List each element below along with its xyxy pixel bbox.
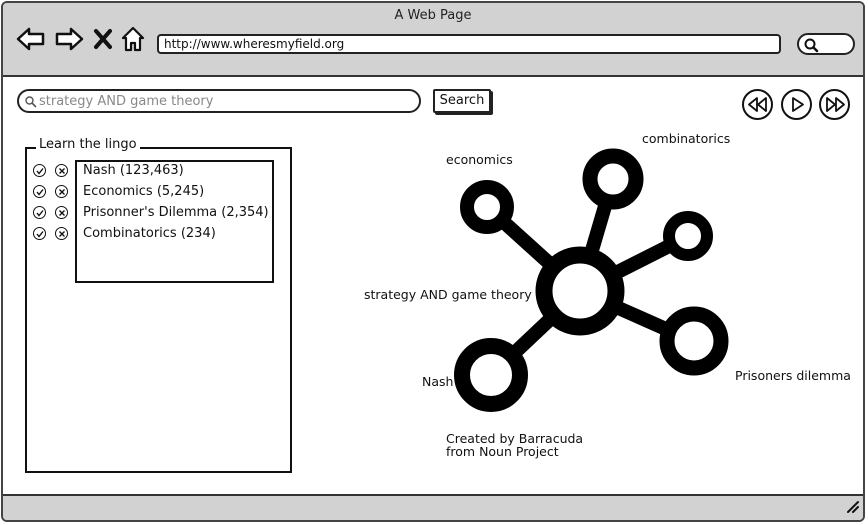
remove-x-icon[interactable] — [55, 206, 68, 219]
play-button[interactable] — [781, 89, 812, 120]
label-combinatorics: combinatorics — [642, 131, 731, 146]
status-bar — [3, 494, 863, 520]
remove-x-icon[interactable] — [55, 227, 68, 240]
term-label[interactable]: Nash (123,463) — [83, 163, 184, 178]
remove-x-icon[interactable] — [55, 164, 68, 177]
list-item: Nash (123,463) — [31, 162, 271, 182]
search-input[interactable]: strategy AND game theory — [17, 89, 421, 113]
accept-check-icon[interactable] — [33, 227, 46, 240]
browser-toolbar: A Web Page http://www.wheresmyfield.org — [3, 3, 863, 77]
node-center — [535, 246, 625, 336]
back-arrow-icon[interactable] — [16, 26, 46, 52]
node-combinatorics — [582, 148, 644, 210]
credit-line-2: from Noun Project — [446, 444, 559, 459]
search-icon — [25, 96, 37, 108]
url-bar[interactable]: http://www.wheresmyfield.org — [157, 34, 781, 54]
resize-grip-icon[interactable] — [846, 500, 860, 514]
accept-check-icon[interactable] — [33, 164, 46, 177]
home-icon[interactable] — [120, 25, 146, 53]
credit-line-1: Created by Barracuda — [446, 431, 584, 446]
fast-forward-button[interactable] — [819, 89, 850, 120]
rewind-icon — [748, 97, 767, 112]
node-economics — [460, 180, 514, 234]
lingo-panel — [25, 147, 292, 473]
label-economics: economics — [446, 152, 513, 167]
lingo-title: Learn the lingo — [36, 137, 140, 152]
network-graph-icon — [454, 148, 729, 412]
rewind-button[interactable] — [742, 89, 773, 120]
term-label[interactable]: Combinatorics (234) — [83, 226, 216, 241]
accept-check-icon[interactable] — [33, 206, 46, 219]
search-button[interactable]: Search — [433, 89, 491, 113]
list-item: Economics (5,245) — [31, 183, 271, 203]
list-item: Prisonner's Dilemma (2,354) — [31, 204, 271, 224]
node-right — [663, 211, 713, 261]
close-x-icon[interactable] — [93, 28, 113, 50]
lingo-list — [75, 160, 274, 283]
browser-search-field[interactable] — [797, 33, 855, 55]
forward-arrow-icon[interactable] — [54, 26, 84, 52]
fast-forward-icon — [826, 97, 845, 112]
label-center: strategy AND game theory — [364, 287, 532, 302]
label-nash: Nash — [422, 374, 454, 389]
play-icon — [792, 97, 804, 112]
accept-check-icon[interactable] — [33, 185, 46, 198]
node-prisoners — [659, 306, 729, 376]
search-query: strategy AND game theory — [39, 94, 214, 109]
list-item: Combinatorics (234) — [31, 225, 271, 245]
node-nash — [454, 338, 528, 412]
search-icon — [804, 38, 819, 53]
remove-x-icon[interactable] — [55, 185, 68, 198]
label-prisoners: Prisoners dilemma — [735, 368, 851, 383]
window-title: A Web Page — [394, 8, 472, 23]
term-label[interactable]: Prisonner's Dilemma (2,354) — [83, 205, 269, 220]
term-label[interactable]: Economics (5,245) — [83, 184, 205, 199]
